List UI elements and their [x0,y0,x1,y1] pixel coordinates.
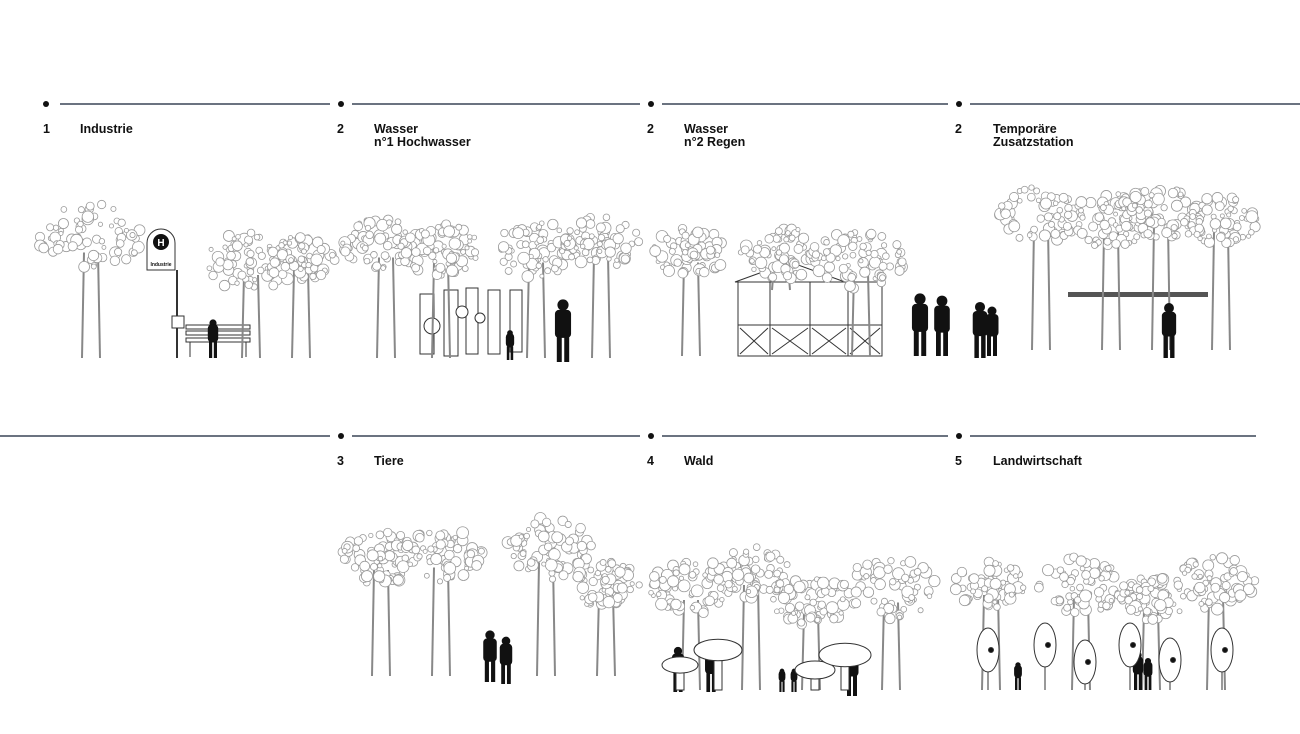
tree [34,199,146,359]
bus-stop-letter: H [157,238,164,249]
tree [337,527,419,677]
station-number: 1 [43,122,50,136]
station-title-line: Industrie [80,122,133,136]
tree [707,543,791,691]
person-silhouette [499,636,513,684]
tree [559,213,644,359]
person-silhouette [778,668,786,692]
timeline-rule [970,103,1300,105]
tree [396,526,488,677]
person-silhouette [934,295,950,356]
tree [649,223,727,357]
tree [572,557,643,677]
hedge-strip [1068,292,1208,297]
station-subtitle: n°1 Hochwasser [374,135,471,149]
tree [397,219,480,359]
timeline-dot [648,101,654,107]
station-number: 2 [647,122,654,136]
timeline-rule [352,103,640,105]
tree [949,556,1027,691]
station-title: Tiere [374,455,404,468]
timeline-dot [648,433,654,439]
station-title: Wald [684,455,713,468]
tree [1114,572,1187,691]
station-number: 3 [337,454,344,468]
person-silhouette [985,306,999,356]
tree [501,512,596,677]
person-silhouette [1161,303,1177,358]
station-number: 2 [955,122,962,136]
mushroom-sculpture [818,642,872,691]
station-title-line: Wald [684,454,714,468]
timeline-rule [970,435,1256,437]
person-silhouette [1014,662,1022,690]
timeline-rule [0,435,330,437]
person-silhouette [1143,657,1153,690]
timeline-dot [956,433,962,439]
bus-stop-label: Industrie [150,262,171,268]
station-title-line: Wasser [684,122,729,136]
station-title-line: Wasser [374,122,419,136]
tree [770,575,850,691]
bus-stop-sign: H Industrie [146,228,185,358]
tree [811,228,908,357]
timeline-dot [43,101,49,107]
tree [1180,192,1261,351]
timeline-rule [60,103,330,105]
person-silhouette [505,330,515,360]
station-subtitle: Zusatzstation [993,135,1074,149]
bus-stop-icon [153,234,169,250]
timeline-dot [338,433,344,439]
station-number: 4 [647,454,654,468]
timeline-dot [338,101,344,107]
ear-sculpture [1210,627,1234,690]
tree [737,223,824,291]
station-title-line: Temporäre [993,122,1057,136]
ear-sculpture [1033,622,1057,690]
timeline-dot [956,101,962,107]
station-title: Landwirtschaft [993,455,1082,468]
tree [1173,552,1260,691]
mushroom-sculpture [661,656,699,691]
tree [837,556,941,691]
station-title: Industrie [80,123,133,136]
person-silhouette [207,319,219,358]
ear-sculpture [976,627,1000,690]
person-silhouette [483,630,497,682]
gazebo [734,261,883,357]
station-number: 5 [955,454,962,468]
person-silhouette [554,299,572,362]
mushroom-sculpture [693,638,743,691]
station-title-line: Landwirtschaft [993,454,1082,468]
ear-sculpture [1158,637,1182,690]
timeline-rule [352,435,640,437]
person-silhouette [972,301,988,358]
station-title-line: Tiere [374,454,404,468]
ear-sculpture [1118,622,1142,690]
ear-sculpture [1073,639,1097,690]
tree [994,184,1085,351]
tree [267,232,340,359]
person-silhouette [911,293,929,356]
station-subtitle: n°2 Regen [684,135,746,149]
timeline-rule [662,103,948,105]
water-installation [419,287,523,357]
station-number: 2 [337,122,344,136]
mushroom-sculpture [794,660,836,691]
timeline-rule [662,435,948,437]
